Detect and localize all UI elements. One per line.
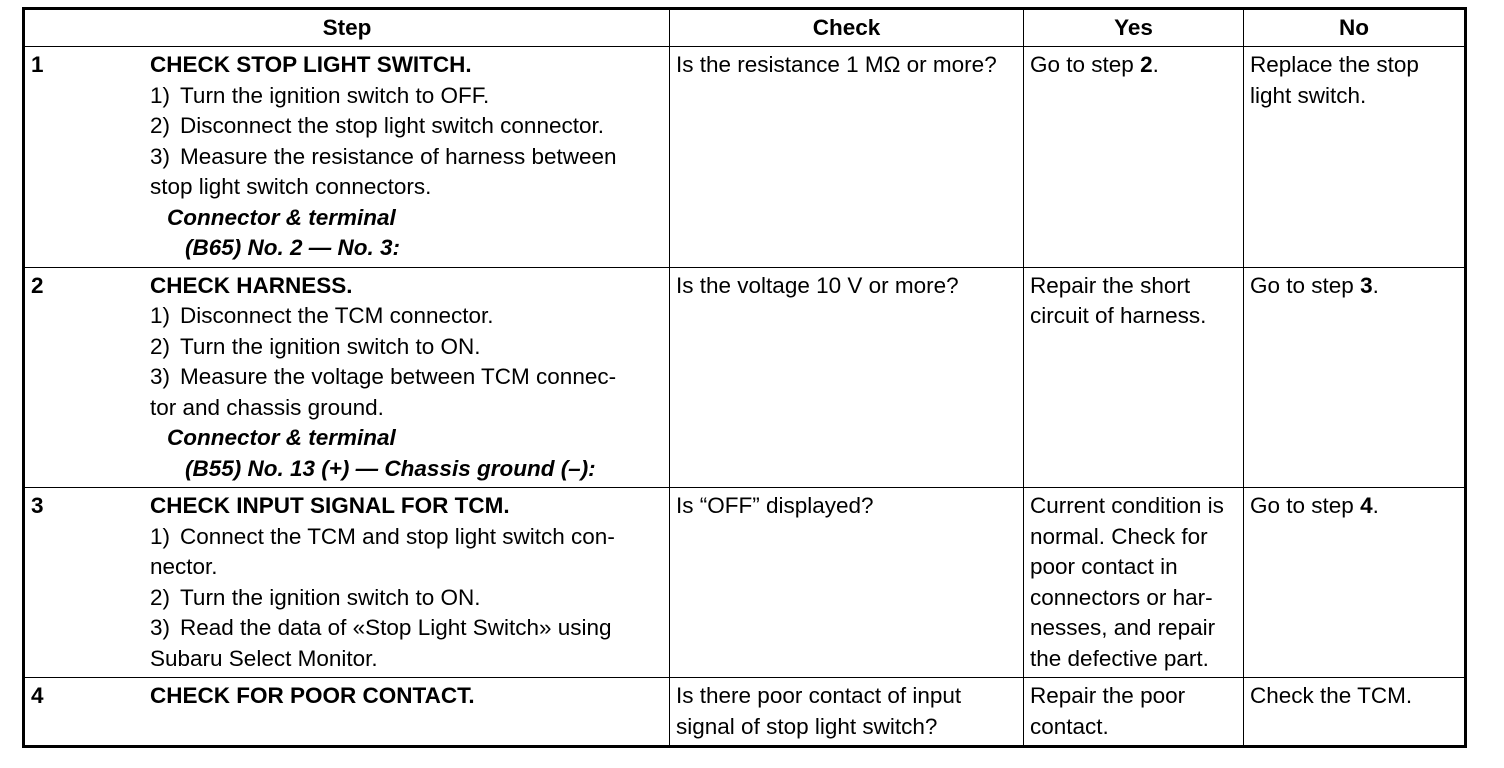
step-title: CHECK FOR POOR CONTACT.: [150, 683, 475, 708]
check-cell: Is “OFF” displayed?: [669, 487, 1025, 678]
step-item: 2)Turn the ignition switch to ON.: [150, 584, 481, 610]
header-yes: Yes: [1023, 8, 1245, 47]
step-item: 1)Turn the ignition switch to OFF.: [150, 82, 490, 108]
step-number: 3: [31, 493, 44, 518]
step-item: 2)Disconnect the stop light switch conne…: [150, 113, 604, 138]
connector-value: (B65) No. 2 — No. 3:: [185, 235, 401, 260]
no-cell: Replace the stop light switch.: [1243, 46, 1467, 268]
header-no: No: [1243, 8, 1467, 47]
step-item: 3)Measure the voltage between TCM connec…: [150, 364, 617, 389]
step-item: 1)Disconnect the TCM connector.: [150, 303, 494, 328]
step-number: 2: [31, 272, 44, 298]
yes-cell: Repair the poor contact.: [1023, 677, 1245, 747]
step-title: CHECK HARNESS.: [150, 272, 353, 298]
yes-cell: Current condition is normal. Check for p…: [1023, 487, 1245, 678]
step-number: 1: [31, 52, 44, 77]
step-item-continued: tor and chassis ground.: [150, 394, 384, 420]
yes-cell: Go to step 2.: [1023, 46, 1245, 268]
table-row: 1 CHECK STOP LIGHT SWITCH. 1)Turn the ig…: [22, 46, 1467, 268]
step-item-continued: stop light switch connectors.: [150, 174, 432, 199]
step-cell: 2 CHECK HARNESS. 1)Disconnect the TCM co…: [22, 266, 671, 488]
table-row: 2 CHECK HARNESS. 1)Disconnect the TCM co…: [22, 266, 1467, 488]
diagnostic-table: Step Check Yes No 1 CHECK STOP LIGHT SWI…: [22, 7, 1468, 748]
step-item: 1)Connect the TCM and stop light switch …: [150, 523, 615, 549]
step-item: 3)Measure the resistance of harness betw…: [150, 143, 617, 169]
step-reference: 2: [1140, 52, 1153, 77]
connector-label: Connector & terminal: [167, 204, 396, 230]
step-number: 4: [31, 683, 44, 708]
table-header-row: Step Check Yes No: [22, 8, 1467, 47]
step-item: 3)Read the data of «Stop Light Switch» u…: [150, 615, 612, 640]
check-cell: Is the resistance 1 MΩ or more?: [669, 46, 1025, 268]
step-cell: 3 CHECK INPUT SIGNAL FOR TCM. 1)Connect …: [22, 487, 671, 678]
step-reference: 3: [1360, 272, 1373, 298]
step-title: CHECK INPUT SIGNAL FOR TCM.: [150, 493, 510, 518]
step-item-continued: Subaru Select Monitor.: [150, 645, 378, 671]
table-row: 3 CHECK INPUT SIGNAL FOR TCM. 1)Connect …: [22, 487, 1467, 678]
yes-cell: Repair the short circuit of harness.: [1023, 266, 1245, 488]
step-item-continued: nector.: [150, 554, 218, 579]
check-cell: Is there poor contact of input signal of…: [669, 677, 1025, 747]
no-cell: Check the TCM.: [1243, 677, 1467, 747]
header-step: Step: [22, 8, 671, 47]
step-cell: 1 CHECK STOP LIGHT SWITCH. 1)Turn the ig…: [22, 46, 671, 268]
check-cell: Is the voltage 10 V or more?: [669, 266, 1025, 488]
connector-label: Connector & terminal: [167, 425, 396, 450]
step-reference: 4: [1360, 493, 1373, 518]
no-cell: Go to step 3.: [1243, 266, 1467, 488]
step-title: CHECK STOP LIGHT SWITCH.: [150, 52, 472, 77]
table-row: 4 CHECK FOR POOR CONTACT. Is there poor …: [22, 677, 1467, 747]
connector-value: (B55) No. 13 (+) — Chassis ground (–):: [185, 455, 596, 481]
no-cell: Go to step 4.: [1243, 487, 1467, 678]
step-cell: 4 CHECK FOR POOR CONTACT.: [22, 677, 671, 747]
step-item: 2)Turn the ignition switch to ON.: [150, 333, 481, 359]
header-check: Check: [669, 8, 1025, 47]
